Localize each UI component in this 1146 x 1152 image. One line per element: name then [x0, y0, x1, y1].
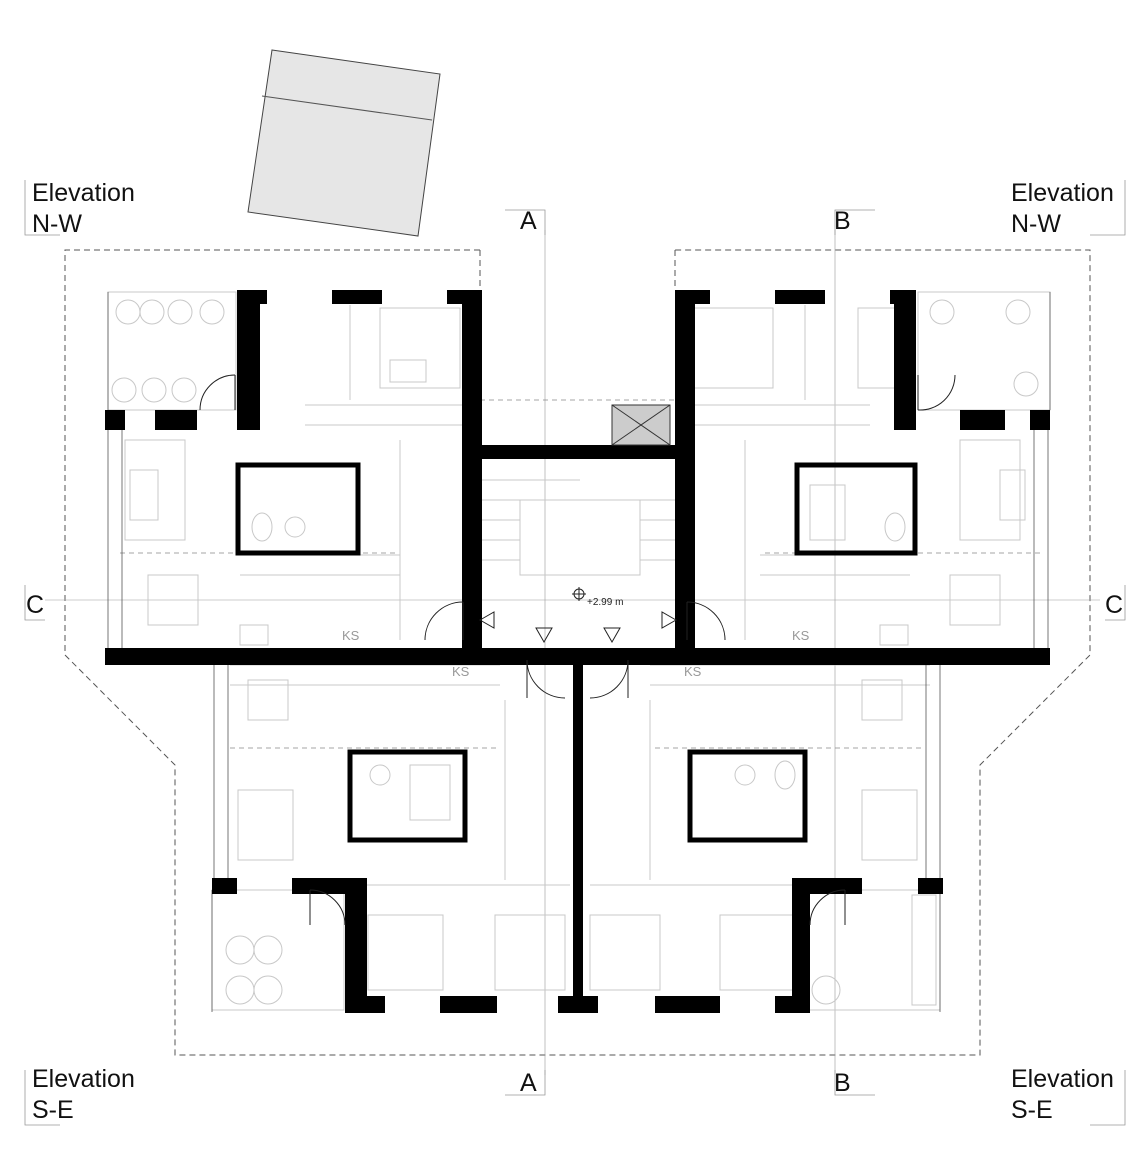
- section-marker-b-top: B: [834, 207, 851, 235]
- elevation-label-top-left: Elevation N-W: [32, 179, 135, 238]
- section-marker-b-bottom: B: [834, 1069, 851, 1097]
- section-marker-a-top: A: [520, 207, 537, 235]
- level-marker: +2.99 m: [572, 587, 623, 608]
- kitchen-tag: KS: [792, 628, 810, 643]
- entrance-arrows: [478, 611, 678, 644]
- kitchen-tag: KS: [684, 664, 702, 679]
- section-marker-c-left: C: [26, 591, 45, 619]
- elevation-label-bottom-left: Elevation S-E: [32, 1065, 135, 1124]
- kitchen-tag: KS: [452, 664, 470, 679]
- structural-walls: [105, 290, 1050, 1013]
- elevator-shaft: [611, 404, 671, 446]
- section-marker-a-bottom: A: [520, 1069, 537, 1097]
- door-swings: [199, 374, 956, 926]
- kitchen-tag: KS: [342, 628, 360, 643]
- elevation-label-top-right: Elevation N-W: [1011, 179, 1114, 238]
- section-marker-c-right: C: [1105, 591, 1124, 619]
- adjacent-building-roof: [247, 49, 441, 237]
- label-leaders: [24, 180, 1126, 1126]
- windows: [107, 292, 1051, 1012]
- furniture-layout: [107, 291, 1051, 1011]
- elevation-label-bottom-right: Elevation S-E: [1011, 1065, 1114, 1124]
- level-value: +2.99 m: [587, 597, 623, 608]
- site-boundary-dashed: [64, 249, 1091, 1056]
